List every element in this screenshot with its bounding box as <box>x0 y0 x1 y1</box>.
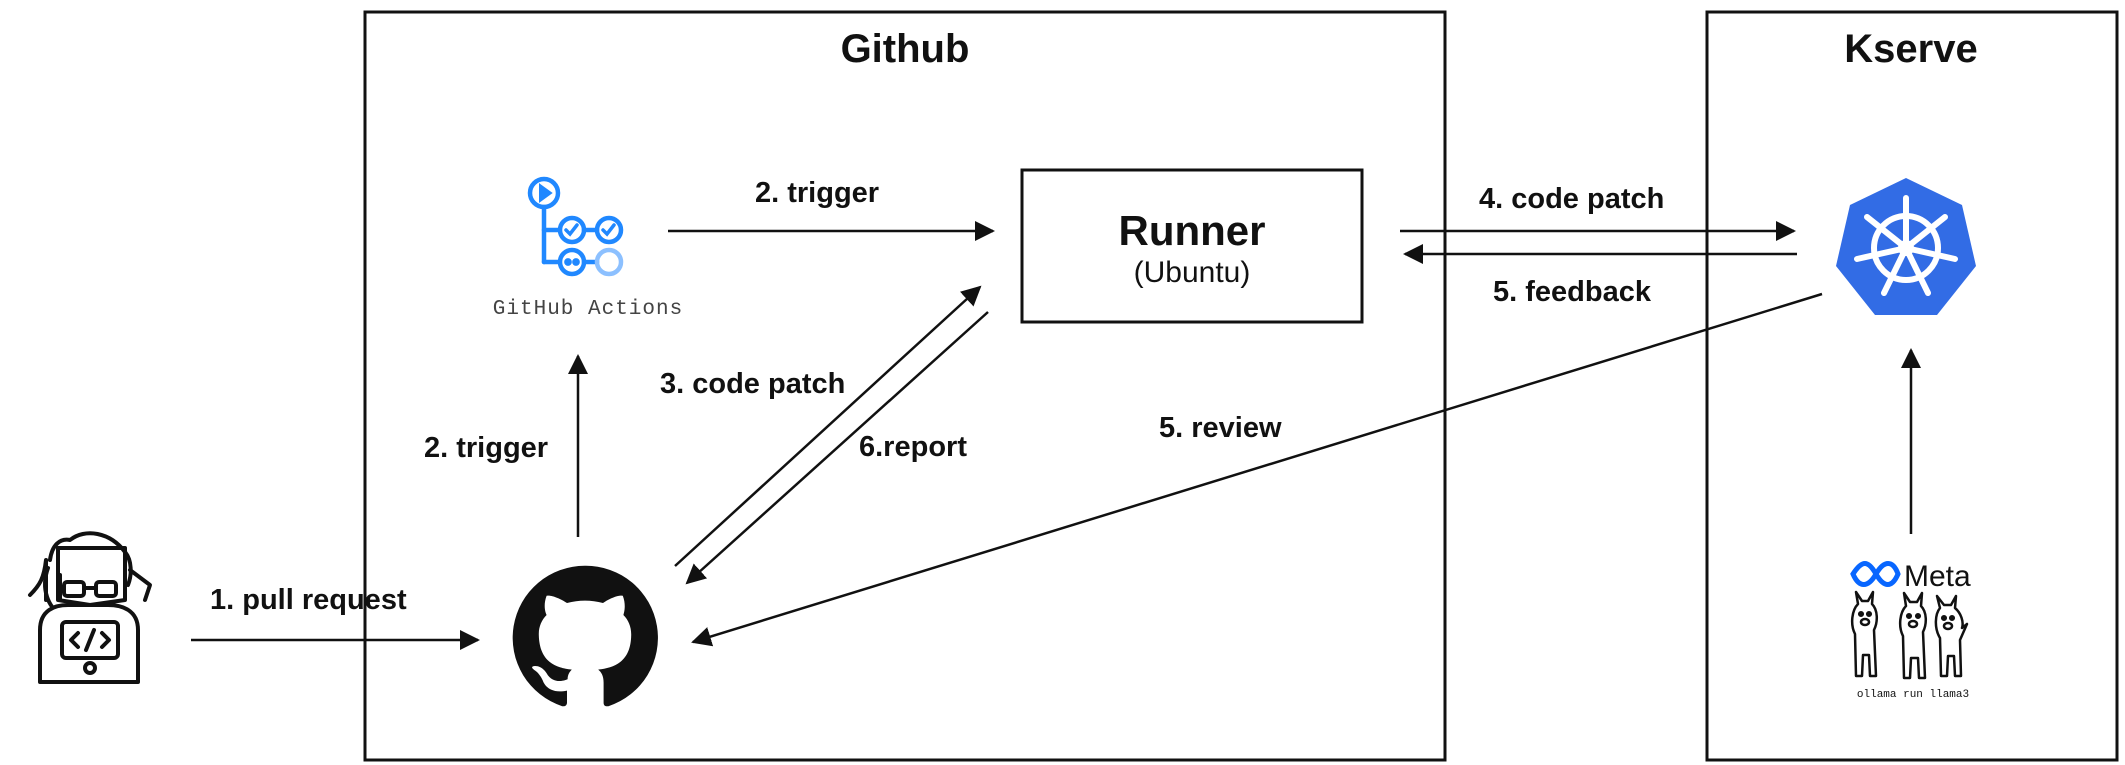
llama-icon <box>1850 590 1969 680</box>
arrow-review <box>691 292 1823 647</box>
runner-title: Runner <box>1119 207 1266 254</box>
kubernetes-helm-icon <box>1836 178 1976 315</box>
ollama-caption: ollama run llama3 <box>1857 689 1969 701</box>
label-code-patch-runner: 3. code patch <box>660 368 845 400</box>
label-code-patch-kserve: 4. code patch <box>1479 183 1664 215</box>
github-actions-label: GitHub Actions <box>493 298 683 321</box>
kserve-title: Kserve <box>1844 27 1977 71</box>
github-actions-icon <box>527 176 624 277</box>
label-report: 6.report <box>859 431 967 463</box>
label-feedback: 5. feedback <box>1493 276 1652 308</box>
meta-brand-text: Meta <box>1904 560 1971 593</box>
meta-logo-icon <box>1850 561 1901 587</box>
runner-subtitle: (Ubuntu) <box>1134 256 1251 289</box>
label-trigger-up: 2. trigger <box>424 432 548 464</box>
arrow-code-patch-runner <box>674 285 982 567</box>
label-pull-request: 1. pull request <box>210 584 407 616</box>
label-review: 5. review <box>1159 412 1282 444</box>
label-trigger-runner: 2. trigger <box>755 177 879 209</box>
github-logo-icon <box>512 565 658 707</box>
github-title: Github <box>841 27 970 71</box>
developer-icon <box>28 531 152 684</box>
runner-box <box>1020 168 1364 324</box>
arrow-report <box>685 311 989 585</box>
